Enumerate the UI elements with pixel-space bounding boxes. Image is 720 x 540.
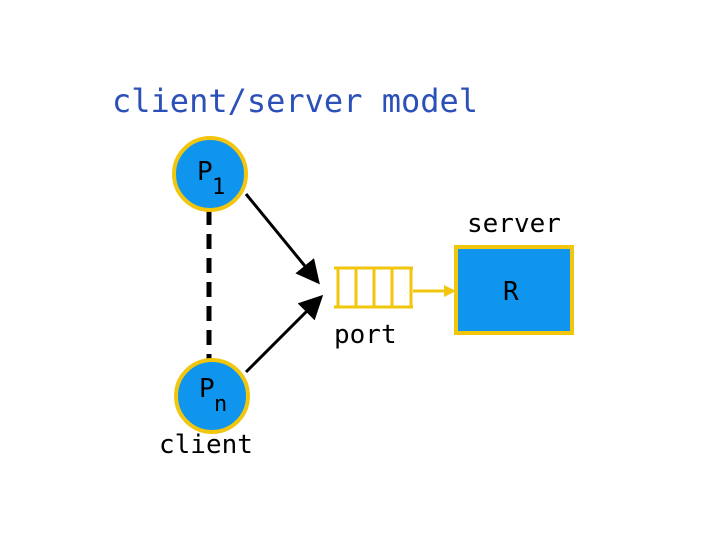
- process-node-pn: P n: [174, 358, 250, 434]
- server-label: R: [503, 277, 519, 307]
- port-caption: port: [334, 320, 397, 350]
- process-node-p1-subscript: 1: [212, 175, 225, 200]
- process-node-pn-circle: [174, 358, 250, 434]
- process-node-pn-letter: P: [199, 374, 215, 404]
- process-node-pn-subscript: n: [214, 392, 227, 417]
- process-node-p1: P 1: [172, 136, 248, 212]
- server-box: R: [454, 245, 574, 335]
- process-node-p1-circle: [172, 136, 248, 212]
- process-node-p1-letter: P: [197, 157, 213, 187]
- client-caption: client: [159, 430, 253, 460]
- arrow-port-to-server-head: [444, 285, 456, 297]
- arrow-pn-to-port: [244, 294, 324, 374]
- port-queue: [334, 266, 413, 309]
- server-caption: server: [467, 209, 561, 239]
- diagram-title: client/server model: [112, 82, 478, 120]
- arrow-p1-to-port: [244, 193, 320, 285]
- server-box-rect: [454, 245, 574, 335]
